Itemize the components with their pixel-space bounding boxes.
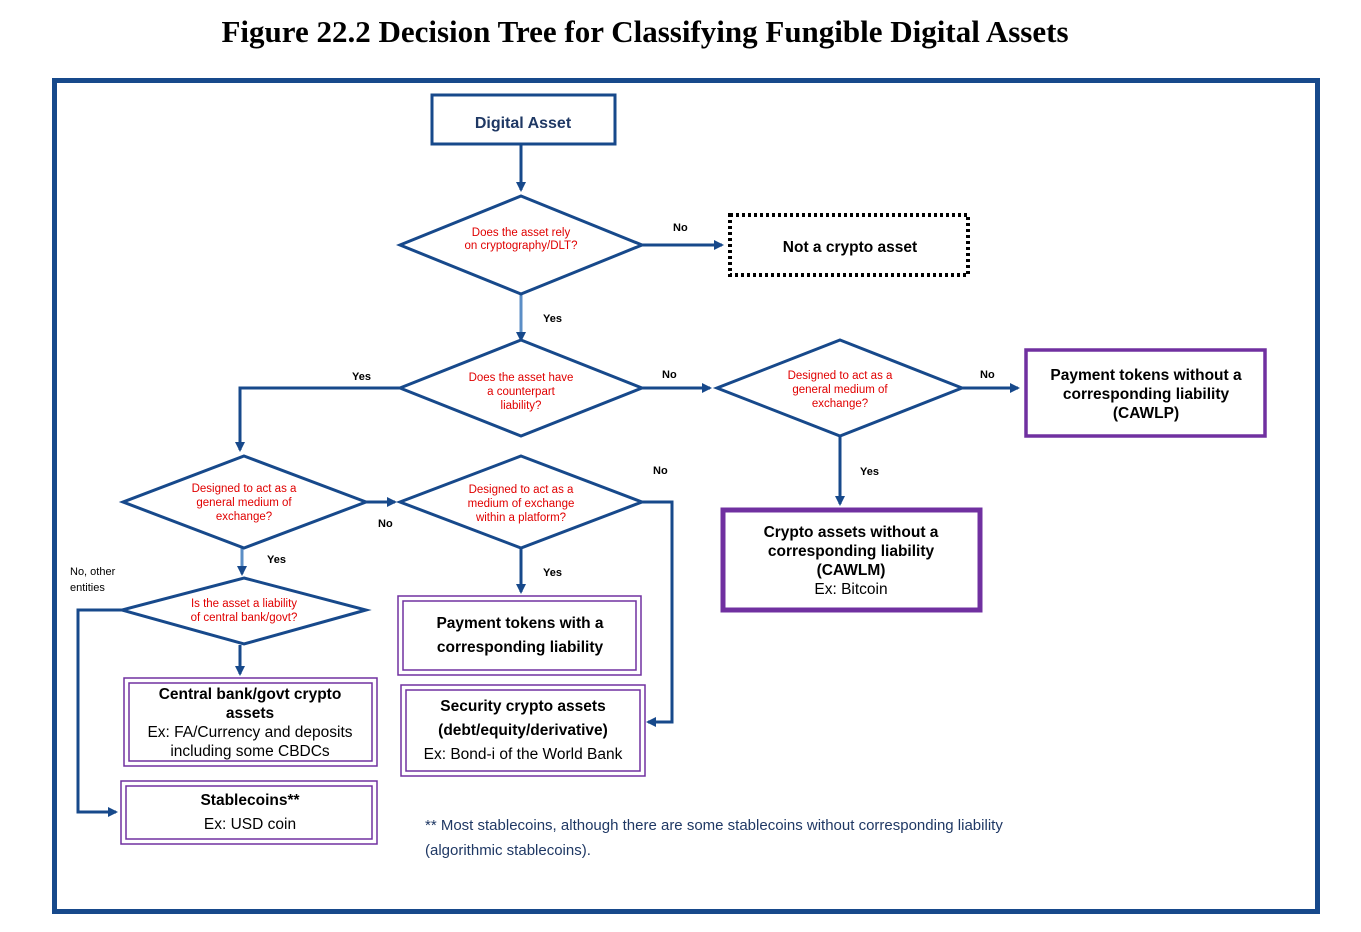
payment-with-liability-line1: Payment tokens with a xyxy=(436,615,603,632)
q-platform-line1: Designed to act as a xyxy=(469,484,574,496)
diamond-general-right xyxy=(712,338,967,438)
q-general-right-line2: general medium of xyxy=(792,384,888,396)
q-general-left-line3: exchange? xyxy=(216,511,272,523)
central-bank-line2: assets xyxy=(226,705,274,722)
edge-q2-yes xyxy=(235,386,400,452)
label-q4-yes: Yes xyxy=(267,554,286,566)
central-bank-line1: Central bank/govt crypto xyxy=(159,686,342,703)
q-counterpart-line2: a counterpart xyxy=(487,386,556,398)
q-central-bank-line1: Is the asset a liability xyxy=(191,598,297,610)
node-not-crypto xyxy=(728,213,970,277)
cawlp-line3: (CAWLP) xyxy=(1113,405,1179,422)
node-cawlm xyxy=(720,507,983,613)
figure-title: Figure 22.2 Decision Tree for Classifyin… xyxy=(221,14,1069,49)
stablecoins-label: Stablecoins** xyxy=(200,792,300,809)
cawlm-line1: Crypto assets without a xyxy=(764,524,939,541)
node-cawlp xyxy=(1024,348,1267,438)
label-q4-no: No xyxy=(378,518,393,530)
diamond-central-bank xyxy=(116,576,372,646)
edge-q5-no xyxy=(642,500,674,727)
payment-with-liability-line2: corresponding liability xyxy=(437,639,604,656)
edge-q6-no xyxy=(76,608,122,817)
central-bank-example-line1: Ex: FA/Currency and deposits xyxy=(147,724,352,741)
diamond-general-left xyxy=(118,454,371,550)
security-example: Ex: Bond-i of the World Bank xyxy=(424,746,623,763)
node-digital-asset xyxy=(430,93,617,146)
q-central-bank-line2: of central bank/govt? xyxy=(191,612,298,624)
q-platform-line2: medium of exchange xyxy=(468,498,575,510)
q-platform-line3: within a platform? xyxy=(475,512,566,524)
node-central-bank xyxy=(123,677,378,767)
q-counterpart-line3: liability? xyxy=(501,400,542,412)
label-q3-yes: Yes xyxy=(860,466,879,478)
cawlp-line1: Payment tokens without a xyxy=(1050,367,1242,384)
central-bank-example-line2: including some CBDCs xyxy=(170,743,330,760)
footnote-line1: ** Most stablecoins, although there are … xyxy=(425,817,1003,834)
cawlm-example: Ex: Bitcoin xyxy=(814,581,887,598)
node-payment-with-liability xyxy=(397,595,642,676)
connectors xyxy=(76,145,1020,817)
diamond-platform xyxy=(395,454,647,550)
node-stablecoins xyxy=(120,780,378,845)
label-q1-yes: Yes xyxy=(543,313,562,325)
security-line1: Security crypto assets xyxy=(440,698,605,715)
cawlp-line2: corresponding liability xyxy=(1063,386,1230,403)
stablecoins-example: Ex: USD coin xyxy=(204,816,296,833)
not-crypto-label: Not a crypto asset xyxy=(783,239,917,256)
label-q6-no-line2: entities xyxy=(70,582,105,594)
digital-asset-label: Digital Asset xyxy=(475,115,572,132)
label-q2-no: No xyxy=(662,369,677,381)
q-counterpart-line1: Does the asset have xyxy=(469,372,574,384)
node-security xyxy=(400,684,646,777)
label-q3-no: No xyxy=(980,369,995,381)
label-q5-yes: Yes xyxy=(543,567,562,579)
diamond-cryptography xyxy=(396,194,646,296)
q-general-right-line3: exchange? xyxy=(812,398,868,410)
diamond-counterpart xyxy=(395,338,647,438)
footnote-line2: (algorithmic stablecoins). xyxy=(425,842,591,859)
cawlm-line2: corresponding liability xyxy=(768,543,935,560)
q-cryptography-line2: on cryptography/DLT? xyxy=(465,240,578,252)
q-general-right-line1: Designed to act as a xyxy=(788,370,893,382)
q-general-left-line2: general medium of xyxy=(196,497,292,509)
label-q5-no: No xyxy=(653,465,668,477)
q-general-left-line1: Designed to act as a xyxy=(192,483,297,495)
q-cryptography-line1: Does the asset rely xyxy=(472,227,571,239)
label-q2-yes: Yes xyxy=(352,371,371,383)
diagram-frame xyxy=(52,78,1320,914)
label-q1-no: No xyxy=(673,222,688,234)
label-q6-no-line1: No, other xyxy=(70,566,116,578)
cawlm-line3: (CAWLM) xyxy=(817,562,886,579)
security-line2: (debt/equity/derivative) xyxy=(438,722,608,739)
